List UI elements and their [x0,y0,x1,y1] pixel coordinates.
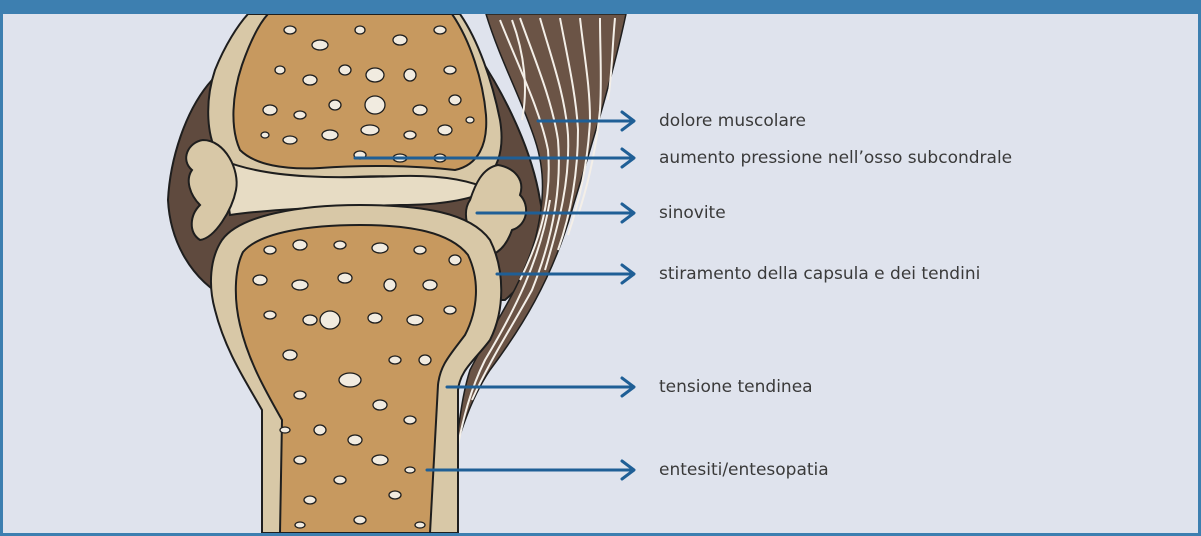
label-aumento-pressione: aumento pressione nell’osso subcondrale [659,148,1012,168]
label-stiramento-capsula: stiramento della capsula e dei tendini [659,264,980,284]
label-entesiti: entesiti/entesopatia [659,460,829,480]
label-dolore-muscolare: dolore muscolare [659,111,806,131]
label-tensione-tendinea: tensione tendinea [659,377,813,397]
label-sinovite: sinovite [659,203,726,223]
joint-diagram [3,14,1198,533]
upper-bone-marrow [233,14,486,170]
